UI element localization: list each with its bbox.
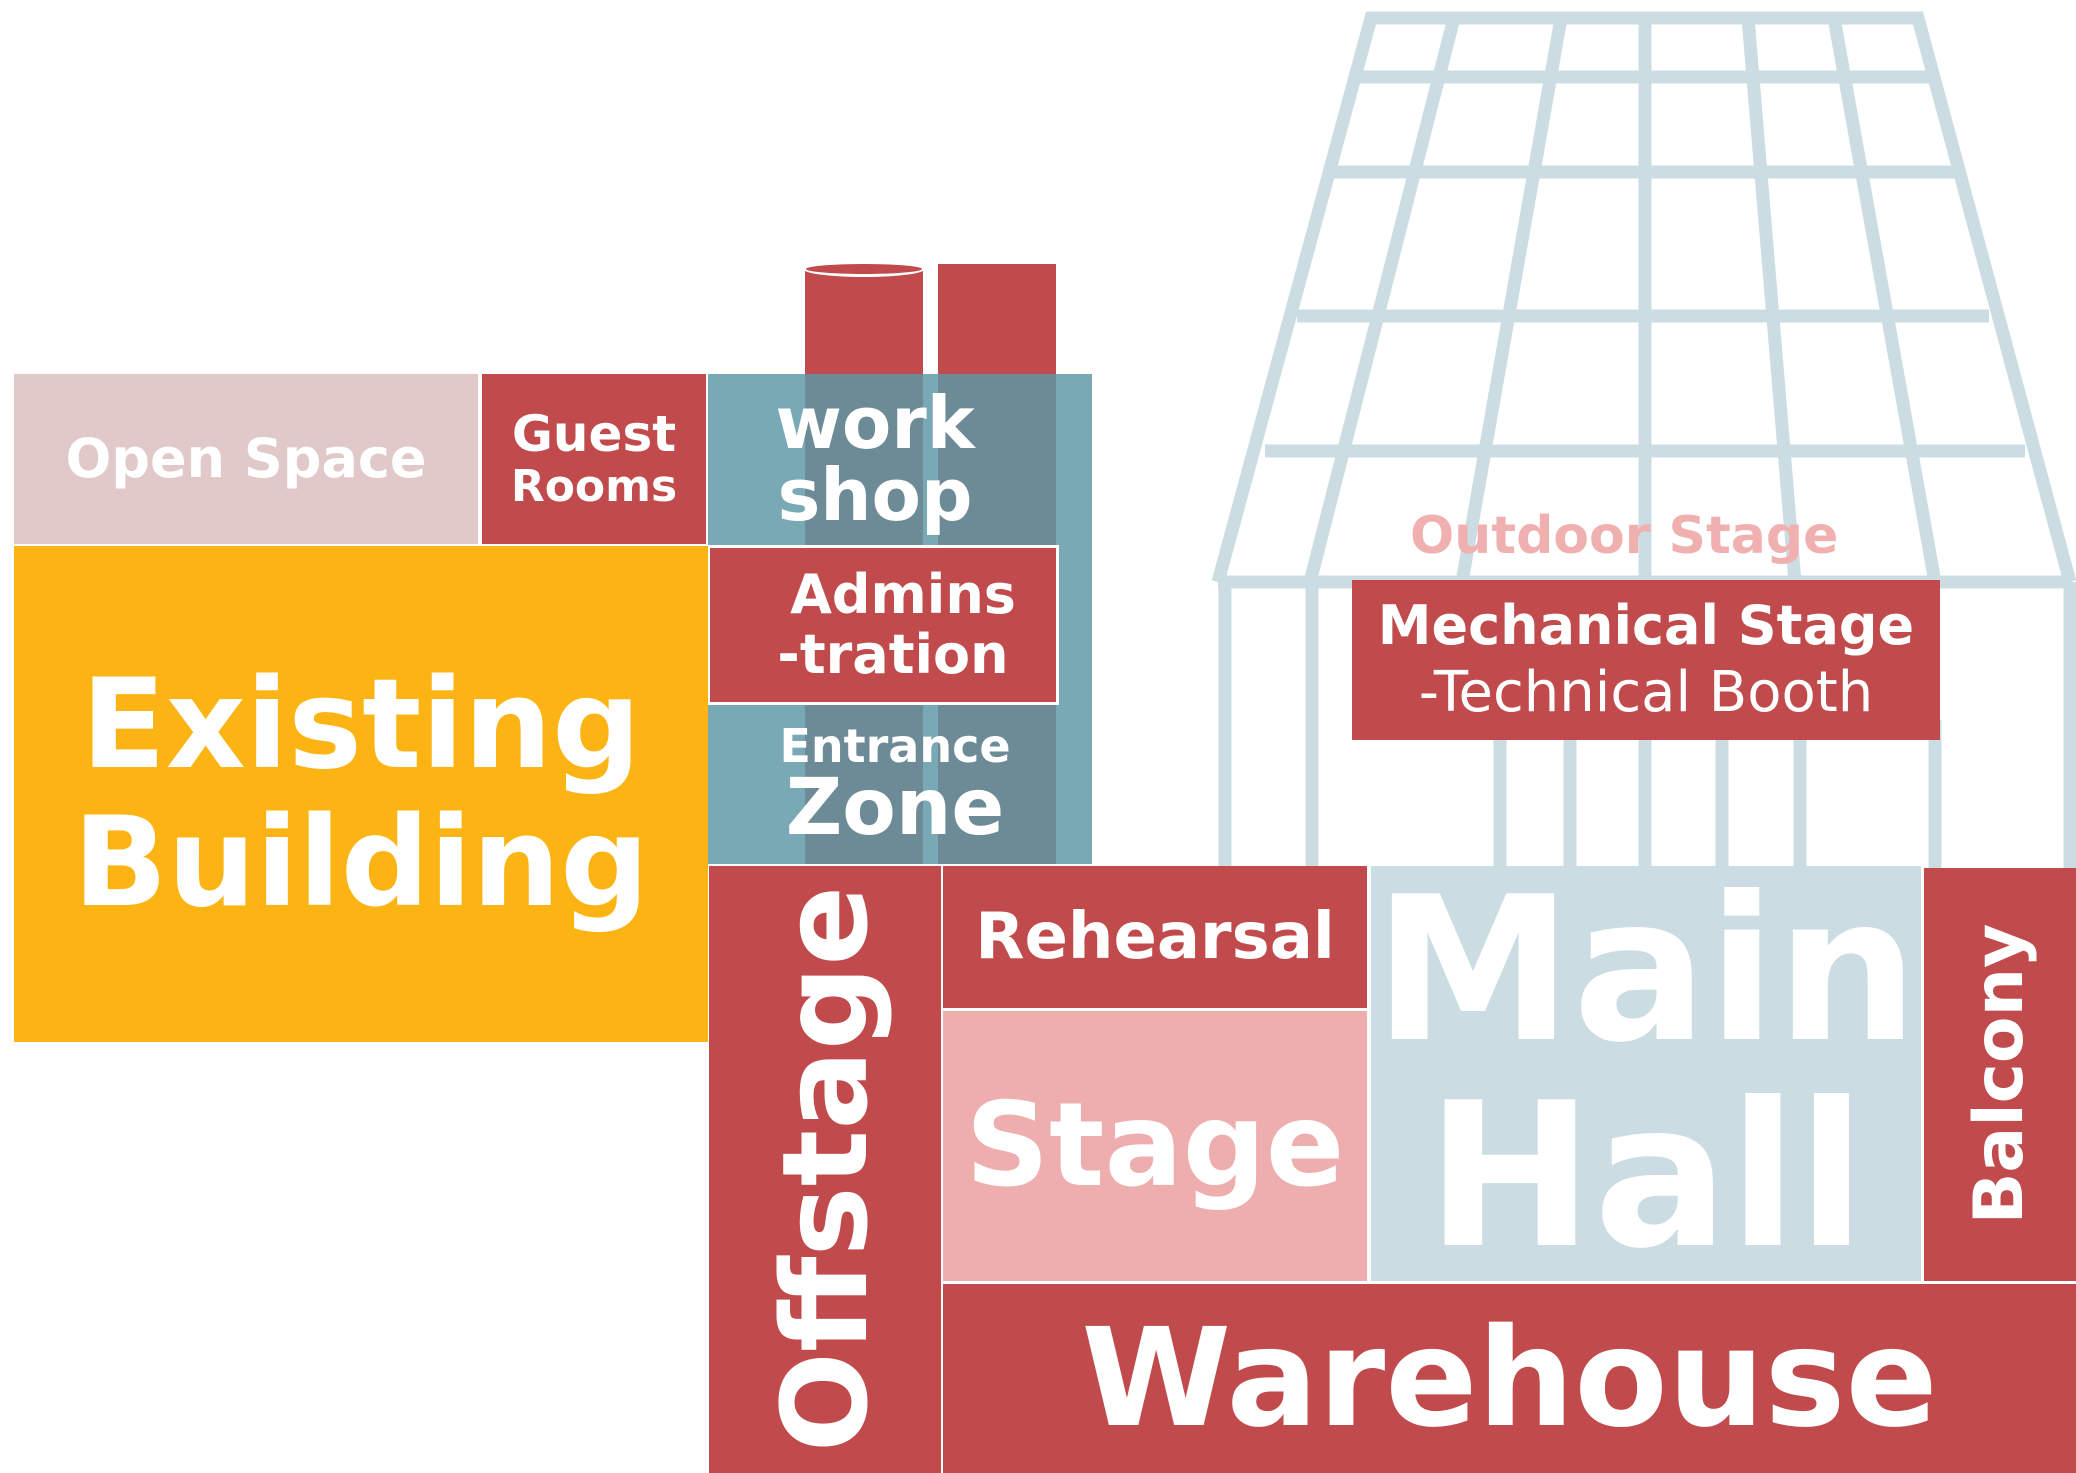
tower-block [938, 264, 1056, 374]
outdoor-stage-label: Outdoor Stage [1410, 506, 1839, 566]
existing-building-block: Existing Building [14, 546, 708, 1042]
main-hall-label-line1: Main [1373, 853, 1919, 1087]
entrance-zone-label-line2: Zone [785, 763, 1005, 853]
guest-rooms-block: Guest Rooms [482, 374, 706, 544]
main-hall-block: Main Hall [1371, 866, 1921, 1281]
offstage-label: Offstage [756, 885, 894, 1453]
administration-label-line1: Admins [790, 563, 1016, 626]
stage-block: Stage [943, 1011, 1367, 1281]
open-space-block: Open Space [14, 374, 478, 544]
balcony-block: Balcony [1924, 868, 2076, 1281]
mechanical-stage-label: Mechanical Stage [1377, 594, 1915, 657]
main-hall-label-line2: Hall [1426, 1059, 1866, 1293]
technical-booth-label: -Technical Booth [1418, 660, 1874, 725]
workshop-label-line2: shop [777, 453, 973, 537]
workshop-block: work shop [708, 374, 1092, 544]
balcony-label: Balcony [1960, 923, 2039, 1225]
stage-label: Stage [965, 1078, 1345, 1213]
offstage-block: Offstage [709, 866, 941, 1473]
entrance-zone-label-line1: Entrance [779, 719, 1011, 773]
open-space-label: Open Space [65, 427, 427, 490]
existing-building-label-line2: Building [72, 791, 650, 935]
administration-label-line2: -tration [777, 623, 1009, 686]
tower-cylinder-cap [803, 261, 925, 277]
rehearsal-label: Rehearsal [975, 900, 1335, 974]
guest-rooms-label-line2: Rooms [510, 461, 678, 512]
existing-building-label-line1: Existing [81, 653, 641, 797]
mechanical-stage-block: Mechanical Stage -Technical Booth [1352, 580, 1940, 740]
guest-rooms-label-line1: Guest [511, 405, 677, 463]
entrance-zone-block: Entrance Zone [708, 706, 1092, 864]
tower-cylinder [805, 268, 923, 374]
warehouse-label: Warehouse [1081, 1299, 1938, 1458]
workshop-label-line1: work [775, 381, 975, 465]
warehouse-block: Warehouse [943, 1284, 2076, 1473]
rehearsal-block: Rehearsal [943, 866, 1367, 1008]
administration-block: Admins -tration [707, 545, 1059, 705]
